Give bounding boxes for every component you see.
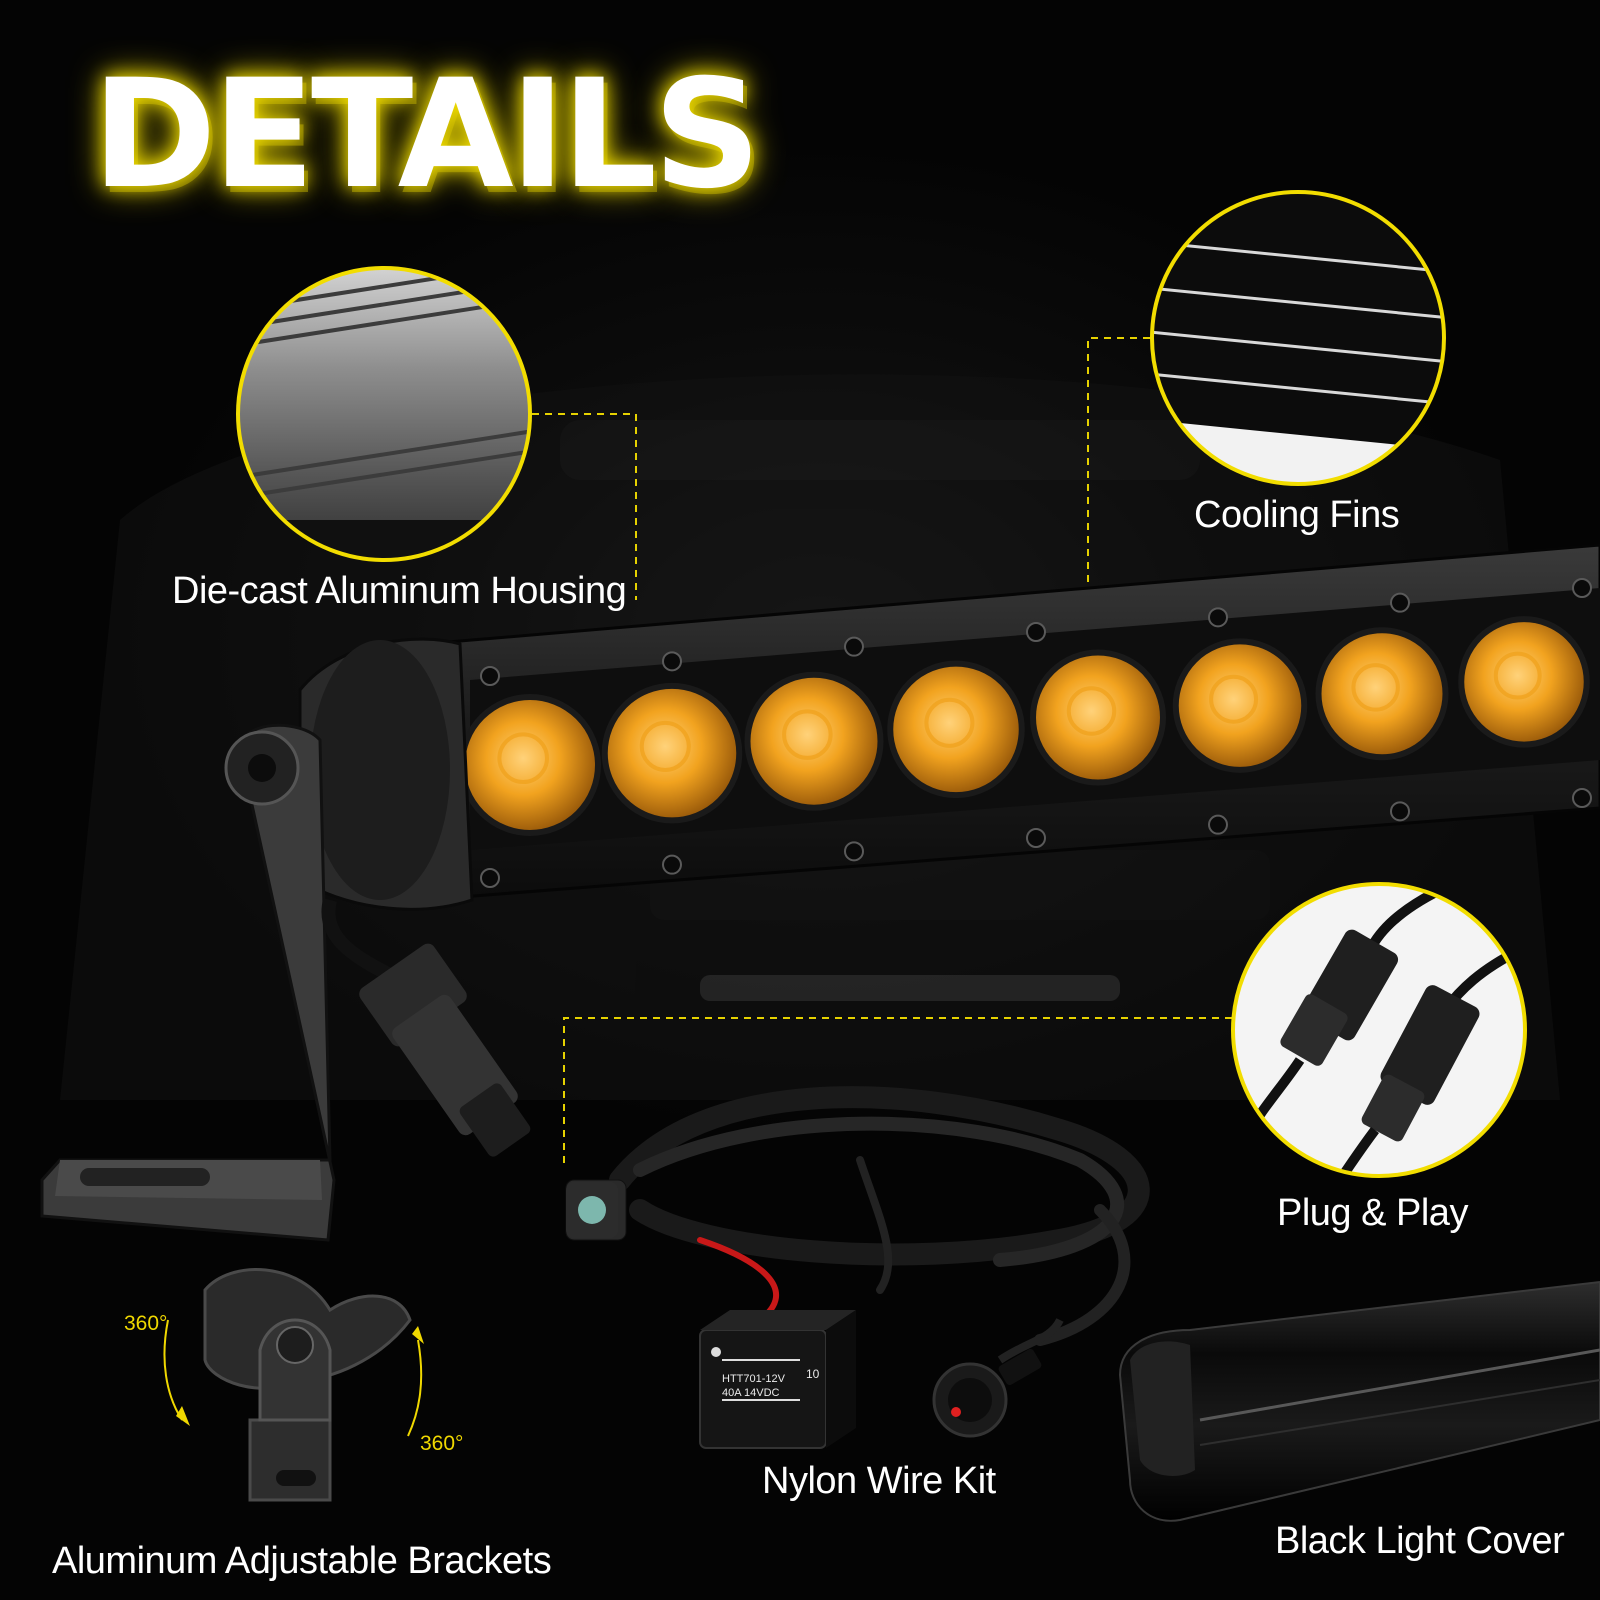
screw-icon	[844, 841, 864, 862]
led-reflector	[639, 720, 691, 772]
label-light-cover: Black Light Cover	[1275, 1520, 1565, 1562]
led-lens	[887, 660, 1025, 799]
screw-icon	[1026, 622, 1046, 642]
relay-label-line2: 40A 14VDC	[722, 1387, 780, 1399]
rotation-label-right: 360°	[420, 1432, 464, 1455]
led-lens	[601, 682, 743, 824]
label-adjustable-brackets: Aluminum Adjustable Brackets	[52, 1540, 552, 1582]
label-wire-kit: Nylon Wire Kit	[762, 1460, 996, 1502]
led-lens	[1030, 649, 1166, 786]
led-lens	[1172, 638, 1308, 773]
screw-icon	[662, 854, 682, 875]
light-bar	[446, 543, 1600, 900]
switch-indicator-icon	[951, 1407, 961, 1417]
relay-box: HTT701-12V 40A 14VDC 10	[699, 1310, 856, 1449]
wire-harness	[565, 1086, 1150, 1346]
label-cooling-fins: Cooling Fins	[1194, 494, 1400, 536]
page-title: DETAILS	[92, 48, 761, 222]
led-lens	[1315, 627, 1449, 761]
screw-icon	[1390, 801, 1410, 822]
led-reflector	[782, 709, 833, 760]
rocker-switch	[932, 1317, 1064, 1438]
led-reflector	[1351, 663, 1400, 712]
led-lens	[459, 694, 601, 836]
relay-label-mark: 10	[806, 1367, 820, 1381]
screw-icon	[1208, 814, 1228, 835]
led-reflector	[1066, 686, 1117, 736]
screw-icon	[844, 636, 864, 657]
label-housing: Die-cast Aluminum Housing	[172, 570, 627, 612]
leader-lines	[532, 337, 1232, 1165]
label-plug-and-play: Plug & Play	[1277, 1192, 1468, 1234]
screw-icon	[1572, 788, 1592, 808]
adjustable-bracket-view	[163, 1268, 424, 1502]
led-lens	[1458, 616, 1590, 748]
screw-icon	[480, 666, 500, 686]
led-reflector	[924, 697, 975, 748]
led-lens-row	[459, 616, 1590, 836]
screw-icon	[1208, 607, 1228, 628]
led-reflector	[497, 732, 550, 785]
bar-screws	[480, 578, 1592, 888]
led-reflector	[1493, 651, 1542, 700]
screw-icon	[1390, 592, 1410, 613]
screw-icon	[1572, 578, 1592, 598]
led-reflector	[1209, 674, 1259, 724]
light-cover	[1118, 1280, 1600, 1522]
rotate-arrow-left-icon	[163, 1319, 183, 1421]
bar-end-cap	[298, 637, 474, 911]
rotation-label-left: 360°	[124, 1312, 168, 1335]
harness-connector-icon	[566, 1182, 618, 1238]
bar-connector-cable	[321, 898, 531, 1157]
rotate-arrow-right-icon	[407, 1339, 423, 1437]
screw-icon	[662, 651, 682, 672]
led-lens	[744, 671, 884, 811]
screw-icon	[480, 868, 500, 888]
relay-label-line1: HTT701-12V	[722, 1373, 786, 1385]
screw-icon	[1026, 828, 1046, 848]
mounting-bracket	[40, 723, 336, 1242]
